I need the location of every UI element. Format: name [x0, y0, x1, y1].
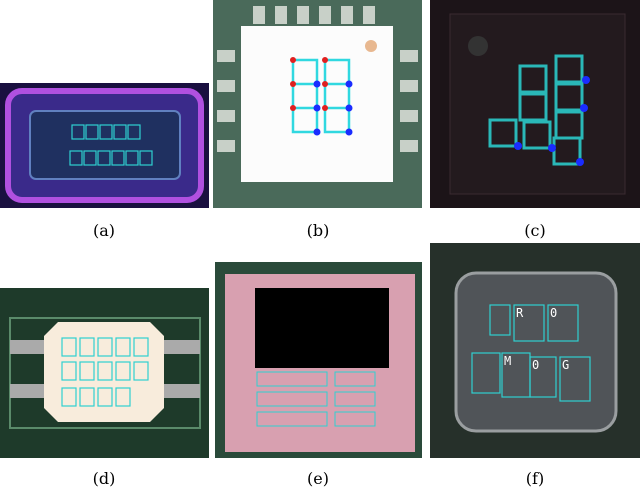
label-g: G: [562, 358, 569, 372]
label-r: R: [516, 306, 524, 320]
caption-e: (e): [307, 469, 329, 488]
label-0: 0: [550, 306, 557, 320]
label-0b: 0: [532, 358, 539, 372]
panel-e-image: [215, 262, 422, 458]
label-m: M: [504, 354, 511, 368]
caption-a: (a): [92, 221, 116, 240]
caption-d: (d): [92, 469, 116, 488]
panel-d-image: [0, 288, 209, 458]
caption-c: (c): [524, 221, 546, 240]
caption-b: (b): [306, 221, 330, 240]
caption-f: (f): [525, 469, 545, 488]
panel-f-image: R 0 M 0 G: [430, 243, 640, 458]
panel-c-image: [430, 0, 640, 208]
panel-b-image: [213, 0, 422, 208]
panel-a-image: [0, 83, 209, 208]
